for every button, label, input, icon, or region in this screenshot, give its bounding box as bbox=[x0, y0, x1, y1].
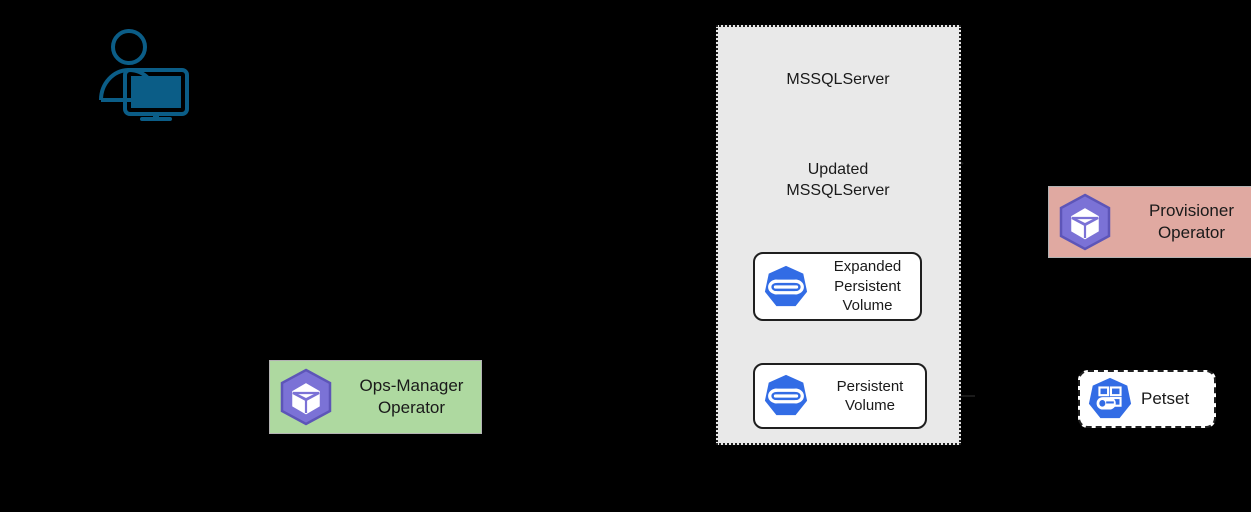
kubernetes-petset-icon bbox=[1087, 376, 1133, 422]
ops-manager-operator-label: Ops-Manager Operator bbox=[359, 375, 464, 417]
operator-cube-icon bbox=[1057, 193, 1113, 251]
kubernetes-persistent-volume-icon bbox=[763, 264, 809, 310]
petset-label: Petset bbox=[1141, 388, 1190, 408]
ops-manager-operator-box[interactable]: Ops-Manager Operator bbox=[269, 360, 482, 434]
petset-box[interactable]: Petset bbox=[1078, 370, 1216, 428]
operator-cube-icon bbox=[278, 368, 334, 426]
persistent-volume-label: Persistent Volume bbox=[836, 377, 904, 415]
expanded-persistent-volume-box[interactable]: Expanded Persistent Volume bbox=[753, 252, 922, 321]
provisioner-operator-box[interactable]: Provisioner Operator bbox=[1048, 186, 1251, 258]
persistent-volume-box[interactable]: Persistent Volume bbox=[753, 363, 927, 429]
provisioner-operator-label: Provisioner Operator bbox=[1148, 200, 1235, 242]
expanded-persistent-volume-label: Expanded Persistent Volume bbox=[833, 258, 902, 315]
mssqlserver-text: MSSQLServer bbox=[786, 71, 890, 88]
updated-mssqlserver-text: Updated MSSQLServer bbox=[786, 161, 890, 199]
user-at-computer-icon bbox=[99, 29, 189, 121]
user-actor-icon bbox=[96, 28, 192, 124]
kubernetes-persistent-volume-icon bbox=[763, 373, 809, 419]
